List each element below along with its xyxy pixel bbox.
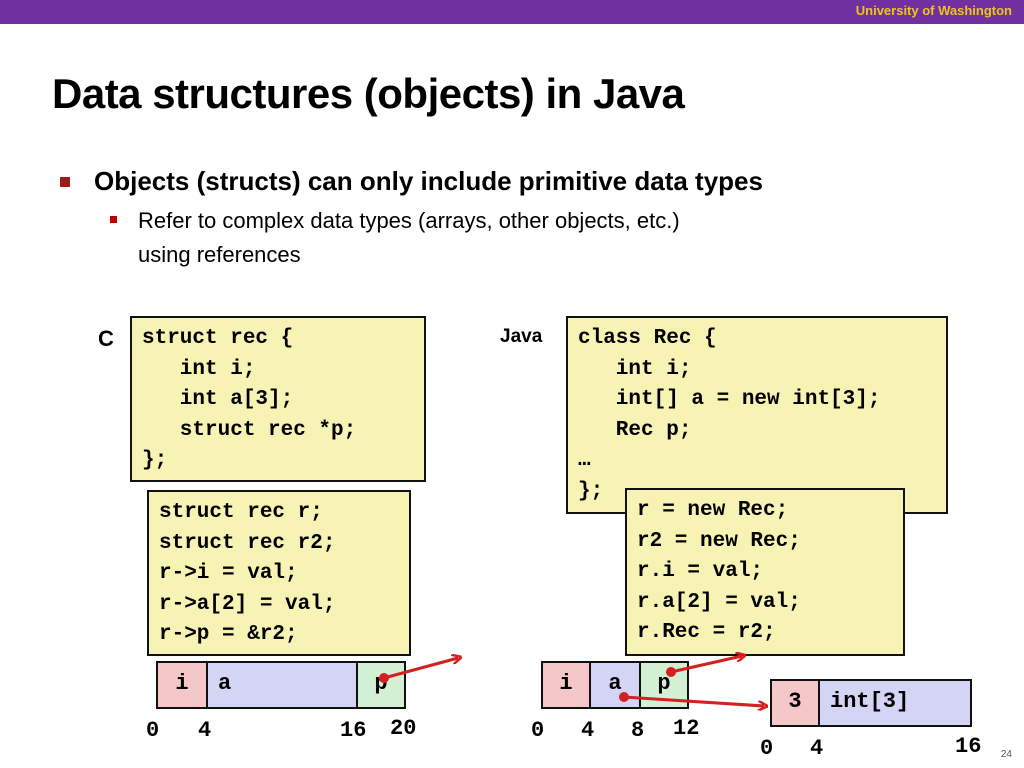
- c-pointer-arrow: [379, 658, 458, 683]
- slide-title: Data structures (objects) in Java: [52, 70, 685, 117]
- java-ref-a-arrow: [619, 692, 764, 706]
- java-class-code: class Rec { int i; int[] a = new int[3];…: [566, 316, 948, 514]
- c-offset-0: 0: [146, 718, 160, 743]
- bullet-level2-line2: using references: [138, 242, 301, 267]
- java-offset-0: 0: [531, 718, 545, 743]
- c-offset-4: 4: [198, 718, 212, 743]
- bullet-level2-text: Refer to complex data types (arrays, oth…: [138, 204, 680, 272]
- java-offset-4: 4: [581, 718, 595, 743]
- java-mem-cell-i: i: [541, 661, 591, 709]
- java-usage-code: r = new Rec; r2 = new Rec; r.i = val; r.…: [625, 488, 905, 656]
- institution-name: University of Washington: [855, 3, 1012, 18]
- bullet-level2-line1: Refer to complex data types (arrays, oth…: [138, 208, 680, 233]
- square-bullet-icon: [110, 216, 117, 223]
- java-array-cell-elements: int[3]: [818, 679, 972, 727]
- java-ref-p-arrow: [666, 656, 742, 677]
- square-bullet-icon: [60, 177, 70, 187]
- header-bar: University of Washington: [0, 0, 1024, 24]
- c-struct-code: struct rec { int i; int a[3]; struct rec…: [130, 316, 426, 482]
- java-mem-cell-a: a: [589, 661, 641, 709]
- java-label: Java: [500, 326, 543, 347]
- c-mem-cell-a: a: [206, 661, 358, 709]
- bullet-level1-text: Objects (structs) can only include primi…: [94, 166, 763, 196]
- c-usage-code: struct rec r; struct rec r2; r->i = val;…: [147, 490, 411, 656]
- c-offset-16: 16: [340, 718, 367, 743]
- java-array-offset-4: 4: [810, 736, 824, 761]
- c-label: C: [98, 326, 114, 351]
- page-number: 24: [1000, 749, 1012, 760]
- c-offset-20: 20: [390, 716, 417, 741]
- java-offset-12: 12: [673, 716, 700, 741]
- java-offset-8: 8: [631, 718, 645, 743]
- java-array-offset-0: 0: [760, 736, 774, 761]
- java-array-offset-16: 16: [955, 734, 982, 759]
